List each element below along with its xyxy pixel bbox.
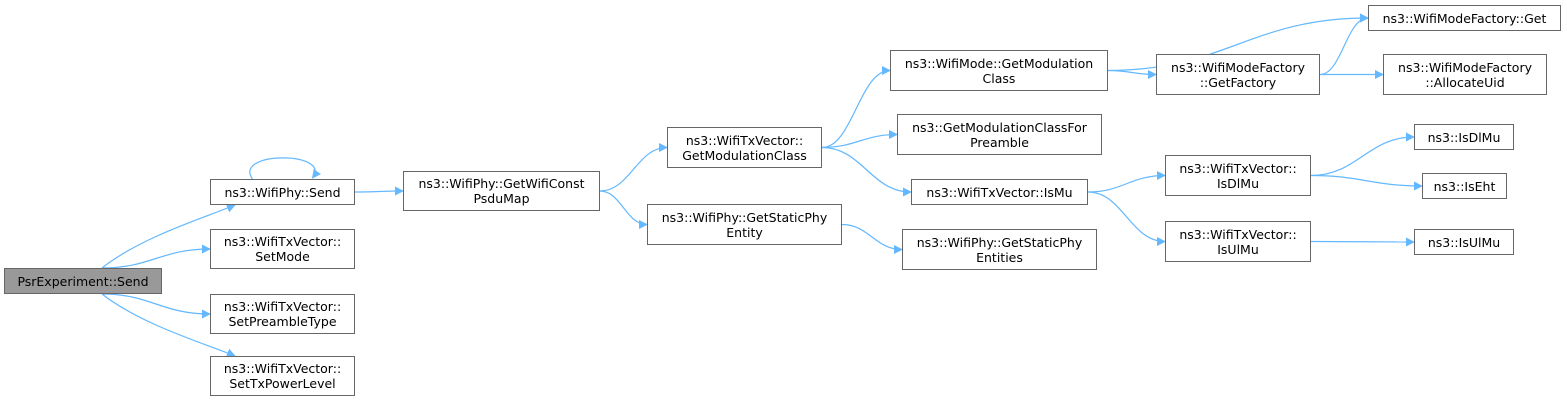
- node-label-line: ns3::WifiMode::GetModulation: [904, 55, 1094, 71]
- edge-txIsDlMu-to-isDlMu: [1310, 132, 1415, 177]
- node-wifimodefactory-getfactory[interactable]: ns3::WifiModeFactory::GetFactory: [1156, 54, 1320, 95]
- node-label-line: PsrExperiment::Send: [17, 273, 149, 289]
- edge-getWifiConst-to-getStaticEntity: [599, 190, 648, 229]
- node-label-line: Entity: [726, 224, 763, 240]
- node-iseht[interactable]: ns3::IsEht: [1422, 173, 1507, 199]
- node-label-line: ::AllocateUid: [1425, 74, 1505, 90]
- node-label-line: Entities: [976, 249, 1023, 265]
- node-wifitxvector-getmodulationclass[interactable]: ns3::WifiTxVector::GetModulationClass: [667, 127, 822, 168]
- node-label-line: GetModulationClass: [682, 147, 807, 163]
- node-label-line: ns3::WifiTxVector::: [1179, 160, 1297, 176]
- edge-getModClass-to-isMu: [821, 146, 912, 197]
- node-label-line: ns3::IsUlMu: [1427, 234, 1501, 250]
- node-label-line: ns3::WifiPhy::Send: [224, 184, 341, 200]
- node-label-line: ns3::WifiModeFactory: [1398, 59, 1532, 75]
- edge-getModClass-to-modeGetModClass: [821, 66, 891, 149]
- node-label-line: ns3::GetModulationClassFor: [912, 119, 1087, 135]
- edge-getWifiConst-to-getModClass: [599, 143, 668, 192]
- node-psrexperiment-send: PsrExperiment::Send: [4, 268, 162, 294]
- node-isdlmu[interactable]: ns3::IsDlMu: [1414, 124, 1514, 150]
- node-wifimodefactory-get[interactable]: ns3::WifiModeFactory::Get: [1368, 5, 1561, 31]
- node-label-line: IsDlMu: [1216, 175, 1259, 191]
- node-label-line: ns3::WifiPhy::GetStaticPhy: [916, 234, 1083, 250]
- edge-phySend-to-phySend: [249, 157, 321, 180]
- node-label-line: ns3::WifiTxVector::: [223, 299, 342, 314]
- node-wifitxvector-ismu[interactable]: ns3::WifiTxVector::IsMu: [911, 179, 1088, 205]
- node-wifitxvector-setmode[interactable]: ns3::WifiTxVector::SetMode: [210, 229, 355, 269]
- node-label-line: SetTxPowerLevel: [229, 376, 336, 391]
- edge-modeGetModClass-to-getFactory: [1107, 69, 1157, 79]
- node-label-line: ::GetFactory: [1199, 74, 1277, 90]
- node-label-line: PsduMap: [473, 191, 530, 206]
- edge-isMu-to-txIsUlMu: [1087, 191, 1166, 246]
- edge-txIsUlMu-to-isUlMu: [1310, 237, 1415, 247]
- node-label-line: IsUlMu: [1217, 241, 1259, 257]
- node-wifitxvector-isdlmu[interactable]: ns3::WifiTxVector::IsDlMu: [1165, 155, 1311, 196]
- edge-root-to-phySend: [101, 203, 236, 269]
- edge-root-to-setMode: [101, 244, 211, 269]
- edge-getStaticEntity-to-getStaticEntities: [841, 223, 903, 254]
- node-wifiphy-send[interactable]: ns3::WifiPhy::Send: [210, 179, 355, 205]
- node-label-line: ns3::WifiPhy::GetWifiConst: [418, 176, 585, 191]
- node-wifitxvector-setpreambletype[interactable]: ns3::WifiTxVector::SetPreambleType: [210, 294, 355, 334]
- node-label-line: ns3::WifiTxVector::IsMu: [926, 184, 1073, 200]
- edge-isMu-to-txIsDlMu: [1087, 171, 1166, 193]
- edge-root-to-setTxPower: [101, 293, 236, 358]
- node-label-line: ns3::IsEht: [1433, 178, 1496, 194]
- edge-modeGetModClass-to-factoryGet: [1107, 13, 1369, 72]
- edge-txIsDlMu-to-isEht: [1310, 174, 1423, 191]
- node-label-line: ns3::WifiTxVector::: [1179, 226, 1297, 242]
- node-label-line: ns3::WifiTxVector::: [223, 234, 342, 249]
- node-label-line: ns3::WifiTxVector::: [685, 132, 804, 148]
- edge-getFactory-to-factoryGet: [1319, 13, 1369, 76]
- node-wifitxvector-isulmu[interactable]: ns3::WifiTxVector::IsUlMu: [1165, 221, 1311, 262]
- edge-phySend-to-getWifiConst: [354, 186, 404, 196]
- node-label-line: ns3::WifiModeFactory::Get: [1382, 10, 1547, 26]
- node-wifitxvector-settxpowerlevel[interactable]: ns3::WifiTxVector::SetTxPowerLevel: [210, 356, 355, 396]
- node-label-line: ns3::IsDlMu: [1427, 129, 1501, 145]
- node-label-line: ns3::WifiPhy::GetStaticPhy: [661, 209, 828, 225]
- node-label-line: SetMode: [255, 249, 310, 264]
- node-label-line: ns3::WifiTxVector::: [223, 361, 342, 376]
- node-label-line: ns3::WifiModeFactory: [1171, 59, 1305, 75]
- node-wifimodefactory-allocateuid[interactable]: ns3::WifiModeFactory::AllocateUid: [1383, 54, 1547, 95]
- node-isulmu[interactable]: ns3::IsUlMu: [1414, 229, 1514, 255]
- node-label-line: SetPreambleType: [228, 314, 337, 329]
- edge-getModClass-to-getModForPre: [821, 130, 898, 149]
- node-label-line: Class: [982, 70, 1016, 86]
- edge-root-to-setPreamble: [101, 293, 211, 319]
- node-label-line: Preamble: [970, 134, 1029, 150]
